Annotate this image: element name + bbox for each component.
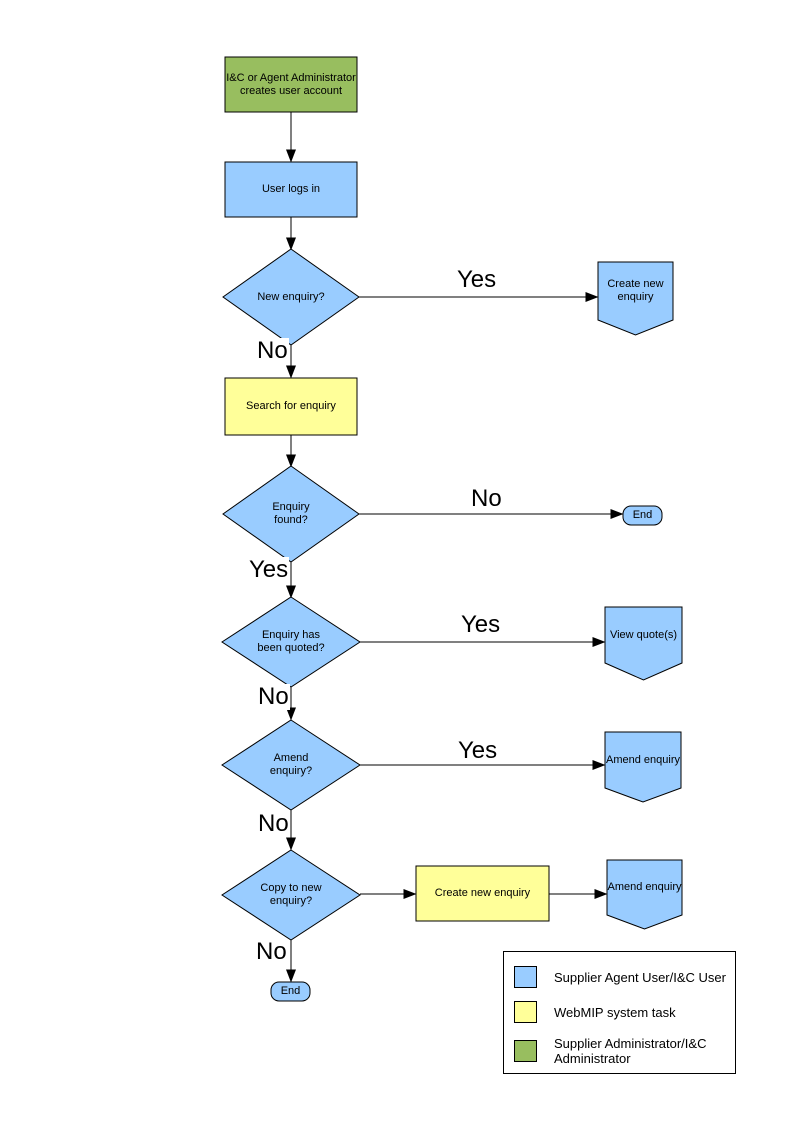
offpage-create-new-enquiry-shape [597,261,674,336]
edge-label-enquiry-quoted-yes: Yes [460,611,502,638]
offpage-amend-enquiry-2-shape [606,859,683,930]
edge-label-amend-enquiry-no: No [257,810,290,837]
process-create-new-enquiry-shape [415,865,550,922]
offpage-amend-enquiry-1-shape [604,731,682,803]
decision-copy-to-new-shape [221,849,361,941]
process-user-logs-in-shape [224,161,358,218]
offpage-view-quotes-shape [604,606,683,681]
edge-label-copy-to-new-no: No [255,938,288,965]
process-admin-creates-account-shape [224,56,358,113]
legend-swatch-system [514,1001,537,1023]
edge-label-enquiry-quoted-no: No [257,683,290,710]
process-search-for-enquiry-shape [224,377,358,436]
terminator-end-right-shape [622,505,663,526]
decision-enquiry-quoted-shape [221,596,361,688]
legend: Supplier Agent User/I&C User WebMIP syst… [503,951,736,1074]
edge-label-new-enquiry-yes: Yes [456,266,498,293]
legend-item-admin: Supplier Administrator/I&C Administrator [514,1036,706,1066]
edge-label-amend-enquiry-yes: Yes [457,737,499,764]
legend-swatch-admin [514,1040,537,1062]
legend-item-system: WebMIP system task [514,1001,676,1023]
edge-label-enquiry-found-yes: Yes [248,556,290,583]
decision-amend-enquiry-shape [221,719,361,811]
terminator-end-bottom-shape [270,981,311,1002]
legend-label-system: WebMIP system task [554,1004,676,1020]
edge-label-new-enquiry-no: No [256,337,289,364]
edge-label-enquiry-found-no: No [470,485,503,512]
legend-swatch-user [514,966,537,988]
legend-label-user: Supplier Agent User/I&C User [554,969,726,985]
legend-label-admin: Supplier Administrator/I&C Administrator [554,1036,707,1066]
decision-new-enquiry-shape [222,248,360,346]
decision-enquiry-found-shape [222,465,360,563]
legend-item-user: Supplier Agent User/I&C User [514,966,726,988]
